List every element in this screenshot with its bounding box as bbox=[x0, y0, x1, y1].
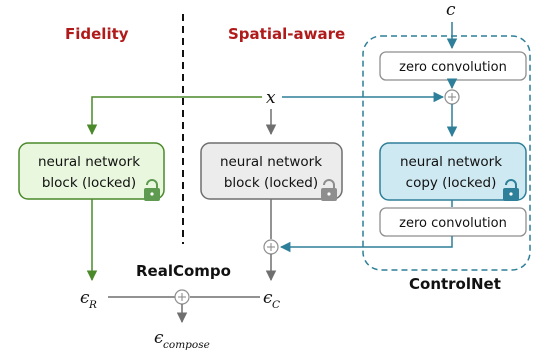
realcompo-label: RealCompo bbox=[136, 262, 231, 280]
eps-r-symbol: ϵ bbox=[80, 288, 90, 308]
spatial-aware-block-line2: block (locked) bbox=[224, 175, 318, 191]
eps-c-symbol: ϵ bbox=[263, 288, 273, 308]
spatial-aware-title: Spatial-aware bbox=[228, 25, 345, 43]
eps-c-output: ϵ C bbox=[263, 288, 280, 311]
lock-icon bbox=[144, 179, 160, 201]
arrow-zero-conv-to-spatial-sum bbox=[279, 236, 453, 253]
plus-circle-icon bbox=[263, 239, 279, 255]
eps-compose-subscript: compose bbox=[163, 339, 210, 351]
eps-compose-symbol: ϵ bbox=[154, 328, 164, 348]
fidelity-block-line2: block (locked) bbox=[42, 175, 136, 191]
eps-c-subscript: C bbox=[272, 299, 280, 311]
fidelity-title: Fidelity bbox=[65, 25, 129, 43]
lock-icon bbox=[321, 179, 337, 201]
spatial-aware-block-line1: neural network bbox=[220, 154, 322, 170]
eps-r-subscript: R bbox=[88, 299, 97, 311]
input-c: c bbox=[446, 0, 456, 20]
plus-circle-icon bbox=[444, 89, 460, 105]
controlnet-copy-line2: copy (locked) bbox=[406, 175, 497, 191]
zero-convolution-top-label: zero convolution bbox=[399, 60, 507, 75]
eps-r-output: ϵ R bbox=[80, 288, 97, 311]
arrow-x-to-fidelity-block bbox=[86, 96, 262, 136]
eps-compose-output: ϵ compose bbox=[154, 328, 210, 351]
plus-circle-icon bbox=[174, 289, 190, 305]
lock-icon bbox=[503, 179, 519, 201]
input-x: x bbox=[266, 88, 276, 108]
controlnet-copy-line1: neural network bbox=[400, 154, 502, 170]
fidelity-block-line1: neural network bbox=[38, 154, 140, 170]
zero-convolution-bottom-label: zero convolution bbox=[399, 216, 507, 231]
controlnet-copy-block bbox=[379, 142, 527, 201]
controlnet-region bbox=[362, 35, 531, 271]
zero-convolution-bottom bbox=[379, 207, 527, 237]
controlnet-label: ControlNet bbox=[409, 275, 501, 293]
